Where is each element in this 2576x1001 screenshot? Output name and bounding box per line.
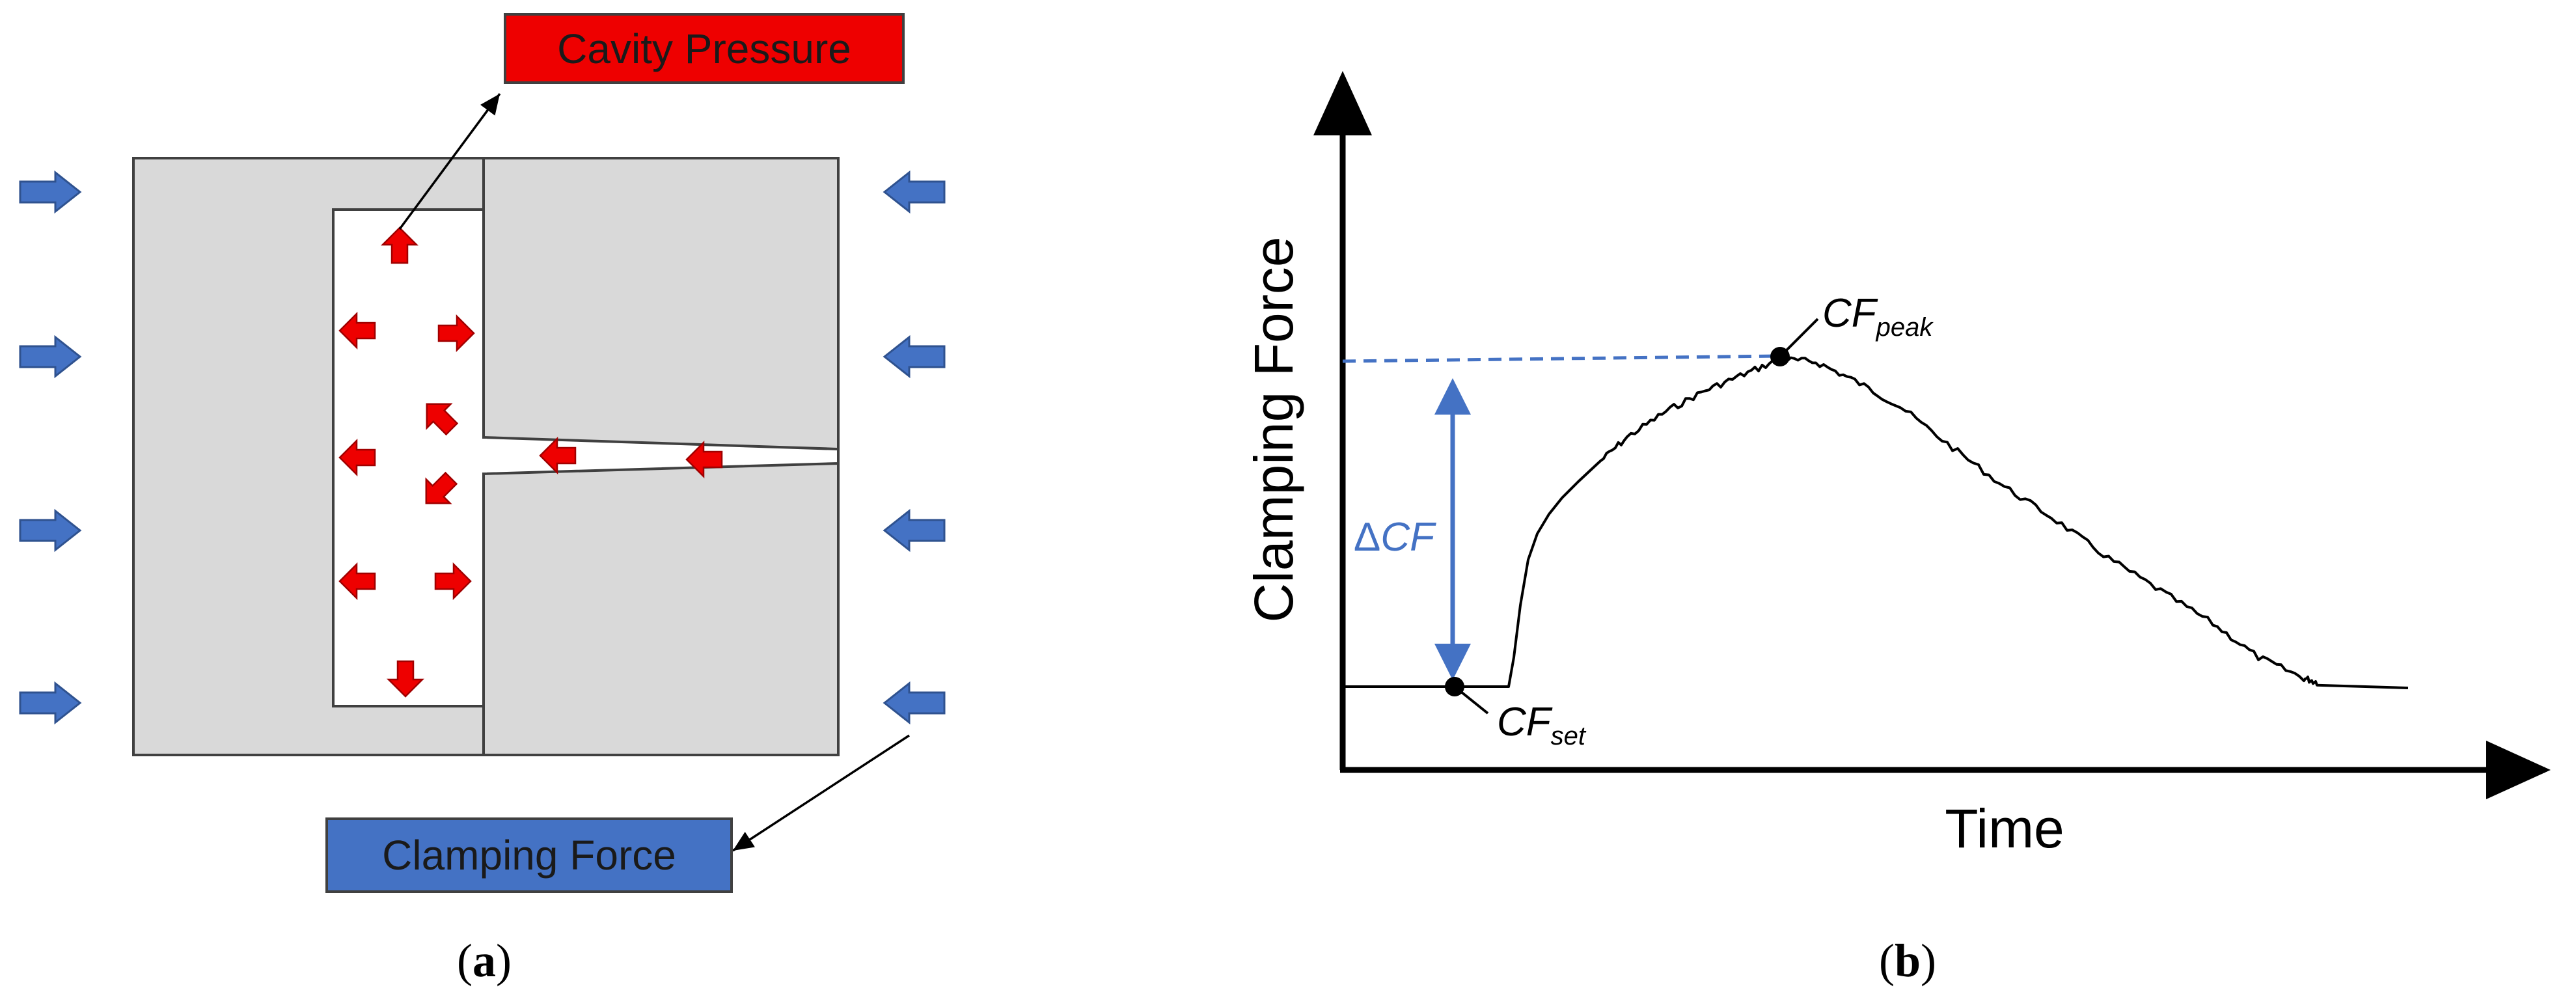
clamping-arrow-left [883,171,946,213]
clamping-arrow-right [19,682,81,724]
clamping-arrow-left [883,336,946,377]
peak-reference-line [1342,354,1781,363]
delta-cf-label: ΔCF [1354,515,1436,560]
clamping-force-label: Clamping Force [382,832,676,879]
clamping-arrow-left [883,682,946,724]
panel-a-caption: (a) [457,935,512,987]
cavity-pressure-label-box [504,13,905,84]
panel-b: Clamping Force Time ΔCF CFpeak CFset (b) [1243,71,2551,987]
clamping-arrow-right [19,510,81,551]
cavity-pressure-label: Cavity Pressure [557,25,851,72]
clamping-force-leader [732,734,910,852]
clamping-arrows-right [883,171,946,724]
panel-b-caption: (b) [1879,935,1936,987]
clamping-arrow-right [19,336,81,377]
cf-peak-label: CFpeak [1822,291,1934,342]
cf-set-leader [1453,685,1489,715]
panel-a: Cavity Pressure Clamping Force (a) [19,13,946,987]
clamping-force-curve [1343,356,2409,689]
cavity-pressure-leader [398,92,501,230]
clamping-force-label-box [325,817,733,893]
cf-peak-leader [1779,318,1819,358]
x-axis-label: Time [1945,798,2064,859]
cf-set-label: CFset [1497,700,1587,750]
clamping-arrow-left [883,510,946,551]
y-axis-label: Clamping Force [1243,237,1304,623]
clamping-arrow-right [19,171,81,213]
clamping-arrows-left [19,171,81,724]
